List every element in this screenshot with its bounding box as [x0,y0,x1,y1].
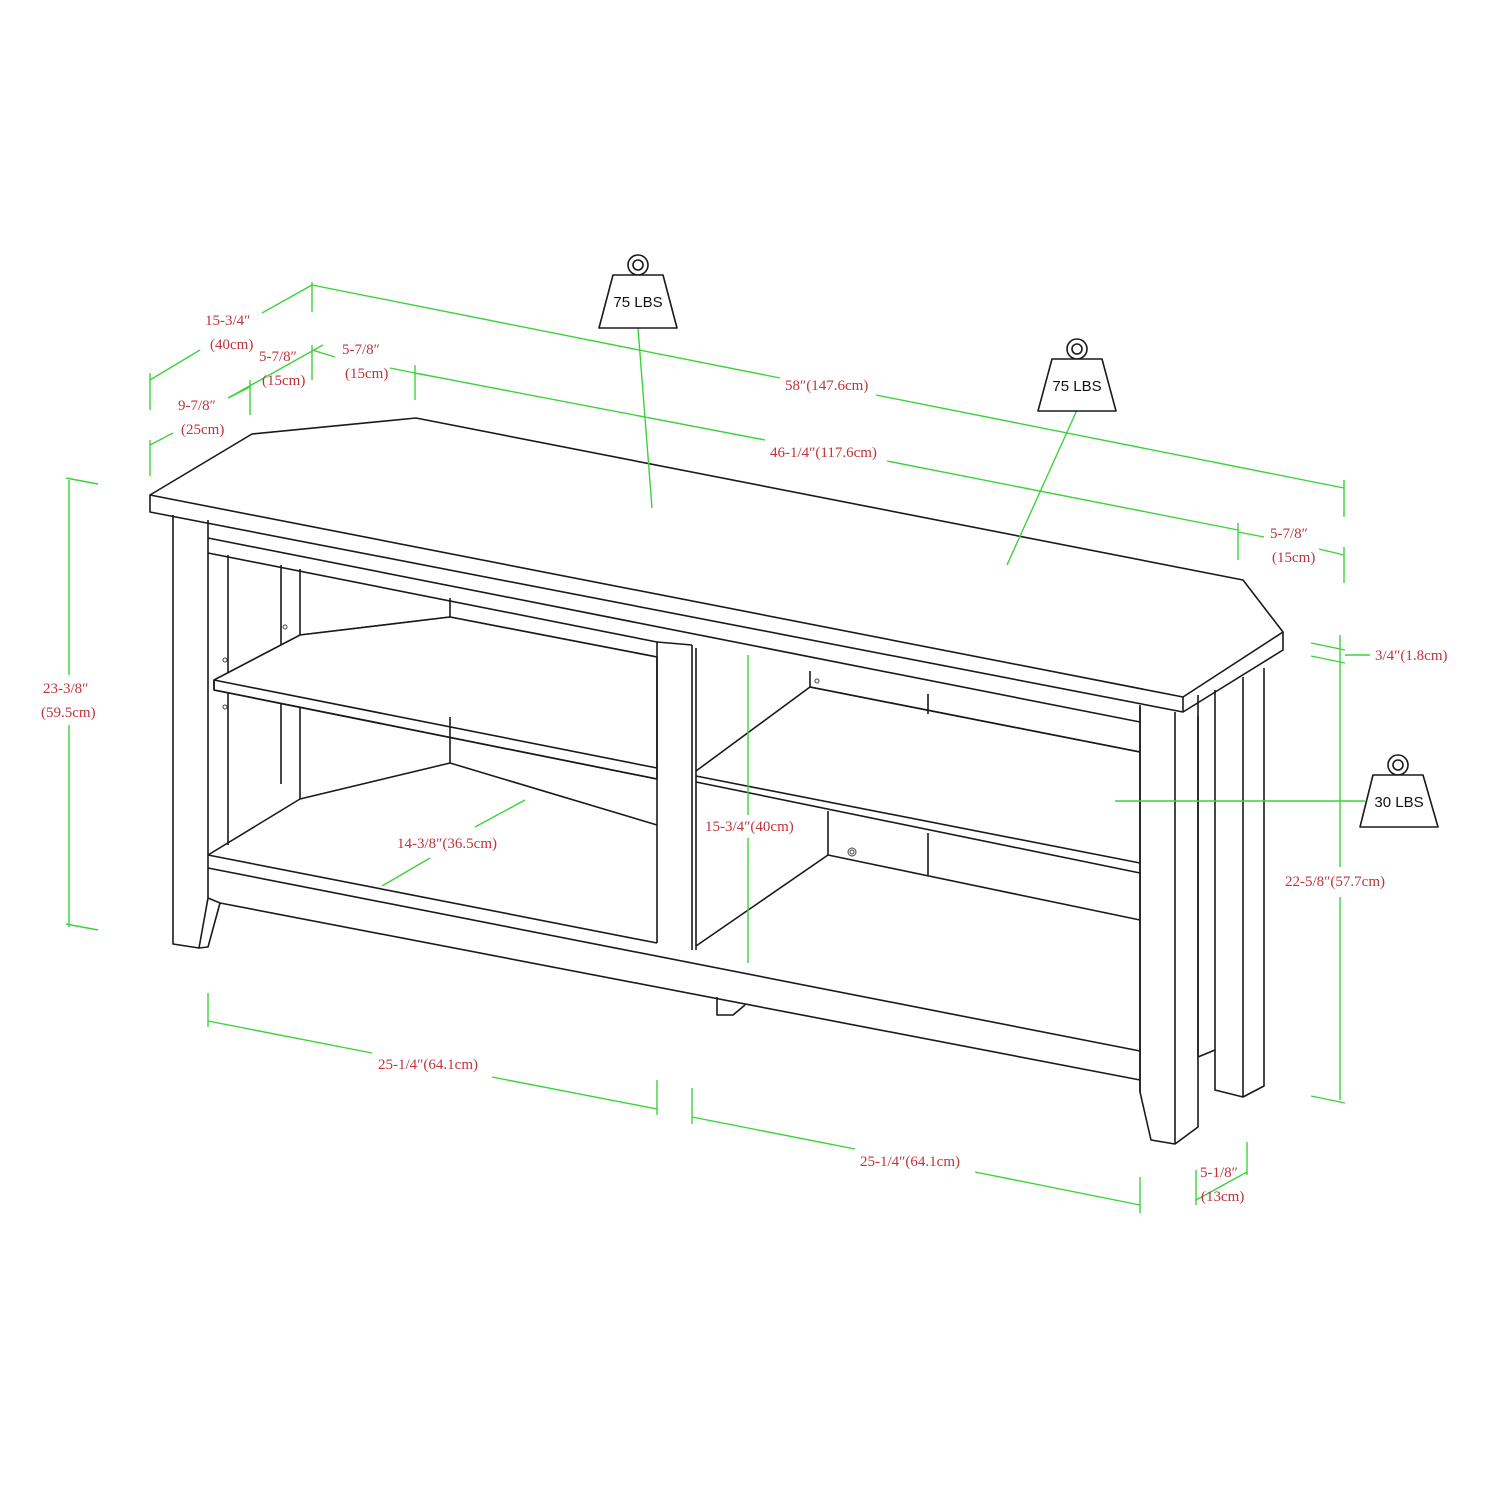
dim-side-depth-imperial: 9-7/8″ [178,398,216,414]
dim-corner-front-left-imperial: 5-7/8″ [342,342,380,358]
weight-label-top-right: 75 LBS [1052,378,1101,395]
dim-corner-side-left-metric: (15cm) [262,373,305,389]
dim-height-overall-imperial: 23-3/8″ [43,681,88,697]
dim-corner-side-left-imperial: 5-7/8″ [259,349,297,365]
dim-shelf-opening-height: 15-3/4″(40cm) [705,819,794,835]
dim-height-under-top: 22-5/8″(57.7cm) [1285,874,1385,890]
weight-label-shelf: 30 LBS [1374,794,1423,811]
dim-leg-width-imperial: 5-1/8″ [1200,1165,1238,1181]
dim-side-depth-metric: (25cm) [181,422,224,438]
dim-depth-overall-imperial: 15-3/4″ [205,313,250,329]
weight-icon-shelf: 30 LBS [1359,754,1439,828]
center-divider [656,641,693,950]
weight-icon-top-left: 75 LBS [598,254,678,329]
dim-opening-width-left: 25-1/4″(64.1cm) [378,1057,478,1073]
dim-corner-front-left-metric: (15cm) [345,366,388,382]
dim-leg-width-metric: (13cm) [1201,1189,1244,1205]
dimension-lines [65,282,1370,1213]
weight-icon-top-right: 75 LBS [1037,338,1117,412]
right-back-legs [1197,668,1265,1098]
dim-opening-width-right: 25-1/4″(64.1cm) [860,1154,960,1170]
right-front-leg [1139,707,1199,1145]
dim-corner-right-imperial: 5-7/8″ [1270,526,1308,542]
dim-corner-right-metric: (15cm) [1272,550,1315,566]
tv-stand-drawing [149,417,1284,1145]
dim-depth-overall-metric: (40cm) [210,337,253,353]
weight-label-top-left: 75 LBS [613,294,662,311]
left-front-leg [172,515,221,949]
dim-top-thickness: 3/4″(1.8cm) [1375,648,1447,664]
dim-height-overall-metric: (59.5cm) [41,705,96,721]
dimension-labels: 15-3/4″ (40cm) 5-7/8″ (15cm) 5-7/8″ (15c… [41,313,1447,1205]
dim-shelf-depth: 14-3/8″(36.5cm) [397,836,497,852]
dim-width-overall: 58″(147.6cm) [785,378,868,394]
dim-back-width: 46-1/4″(117.6cm) [770,445,877,461]
